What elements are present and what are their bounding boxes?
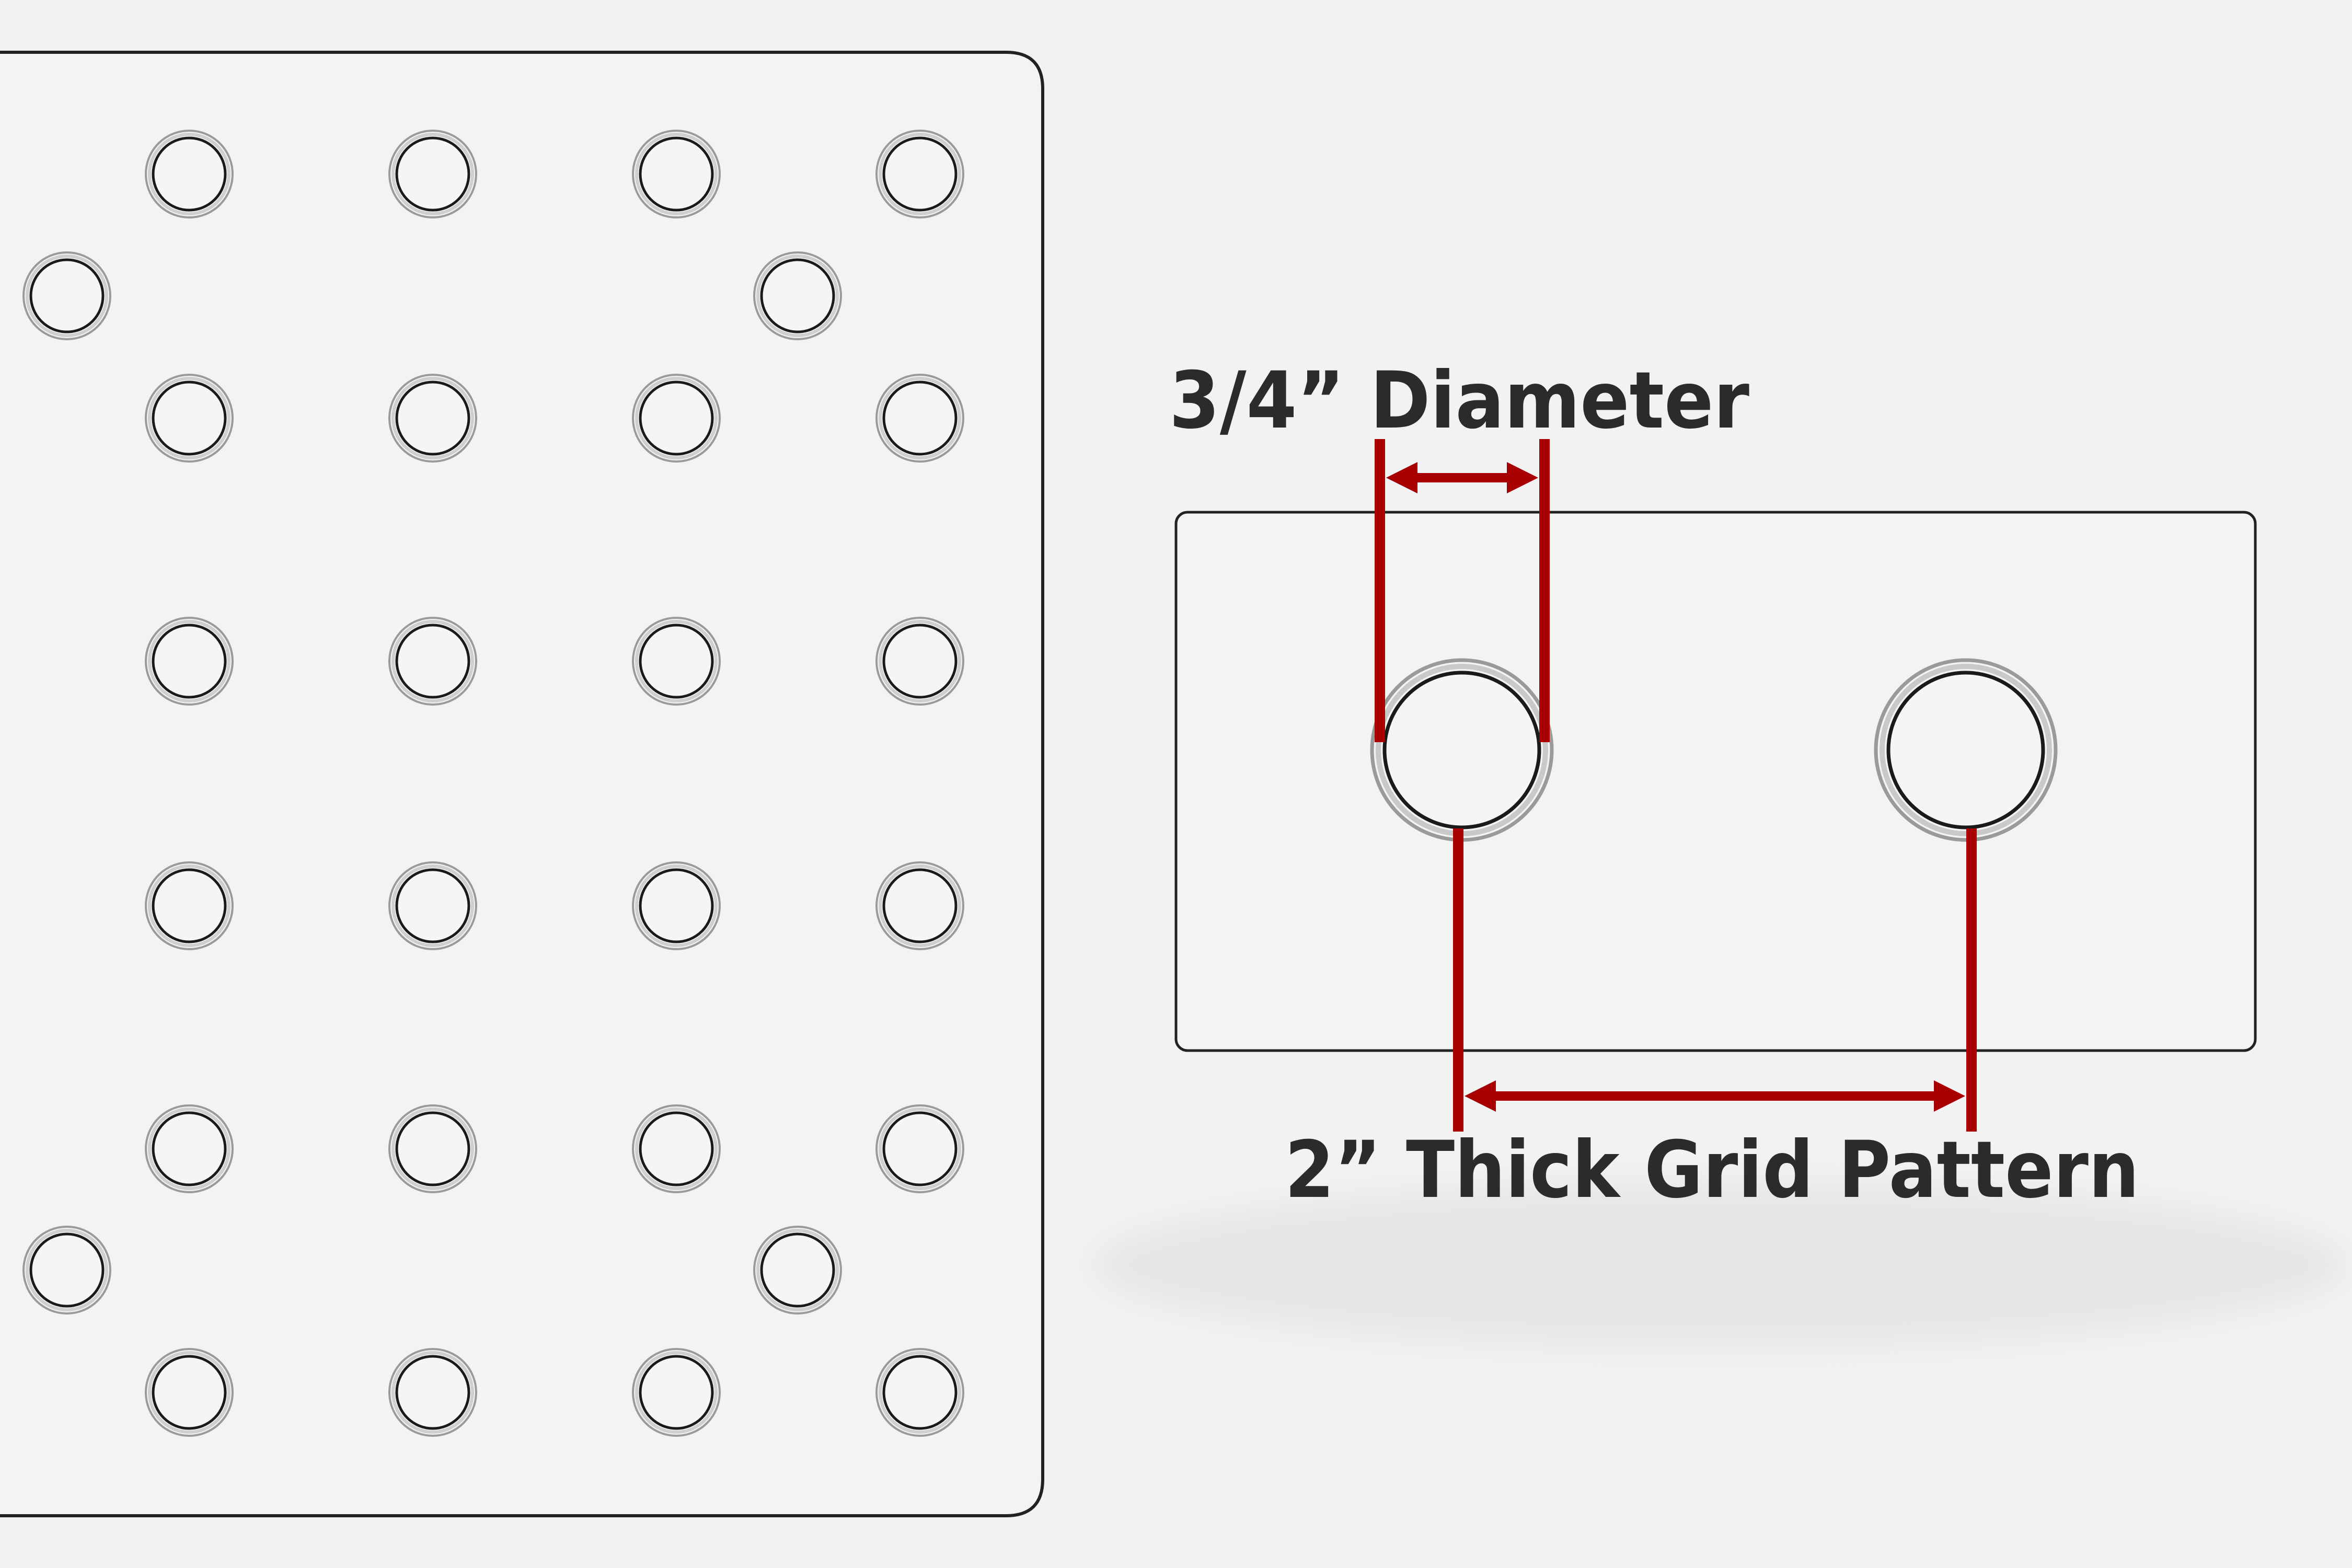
detail-panel: 3/4” Diameter 2” Thick Grid Pattern [1092,355,2347,1348]
plate-hole [145,374,234,463]
diameter-dimension [1375,439,1550,742]
plate-hole [632,1104,721,1193]
left-plate [0,51,1044,1517]
spacing-dimension [1453,828,1977,1132]
plate-hole [632,617,721,706]
spacing-arrowhead-right [1934,1080,1965,1112]
plate-hole [145,617,234,706]
diameter-label: 3/4” Diameter [1169,355,1749,446]
plate-hole [145,861,234,950]
plate-hole [388,1348,477,1437]
spacing-label: 2” Thick Grid Pattern [1285,1125,2139,1216]
plate-hole [22,1226,111,1315]
plate-hole [875,1348,964,1437]
plate-hole [632,1348,721,1437]
spacing-arrowhead-left [1465,1080,1496,1112]
plate-hole [875,861,964,950]
detail-hole-left [1370,658,1554,842]
plate-hole [388,374,477,463]
detail-shadow [1092,1181,2347,1348]
plate-hole [875,617,964,706]
plate-hole [388,130,477,218]
plate-hole [632,130,721,218]
diameter-arrowhead-right [1507,462,1538,493]
left-plate-holes [22,130,964,1437]
plate-hole [388,1104,477,1193]
plate-hole [875,374,964,463]
detail-panel-outline [1174,511,2257,1052]
plate-hole [145,130,234,218]
plate-hole [875,130,964,218]
left-plate-outline [0,51,1044,1517]
plate-hole [875,1104,964,1193]
plate-hole [145,1348,234,1437]
plate-hole [632,861,721,950]
plate-hole [753,1226,842,1315]
detail-hole-right [1874,658,2058,842]
plate-hole [22,251,111,340]
plate-hole [388,617,477,706]
plate-hole [145,1104,234,1193]
diameter-arrowhead-left [1386,462,1417,493]
plate-hole [632,374,721,463]
plate-hole [388,861,477,950]
plate-hole [753,251,842,340]
